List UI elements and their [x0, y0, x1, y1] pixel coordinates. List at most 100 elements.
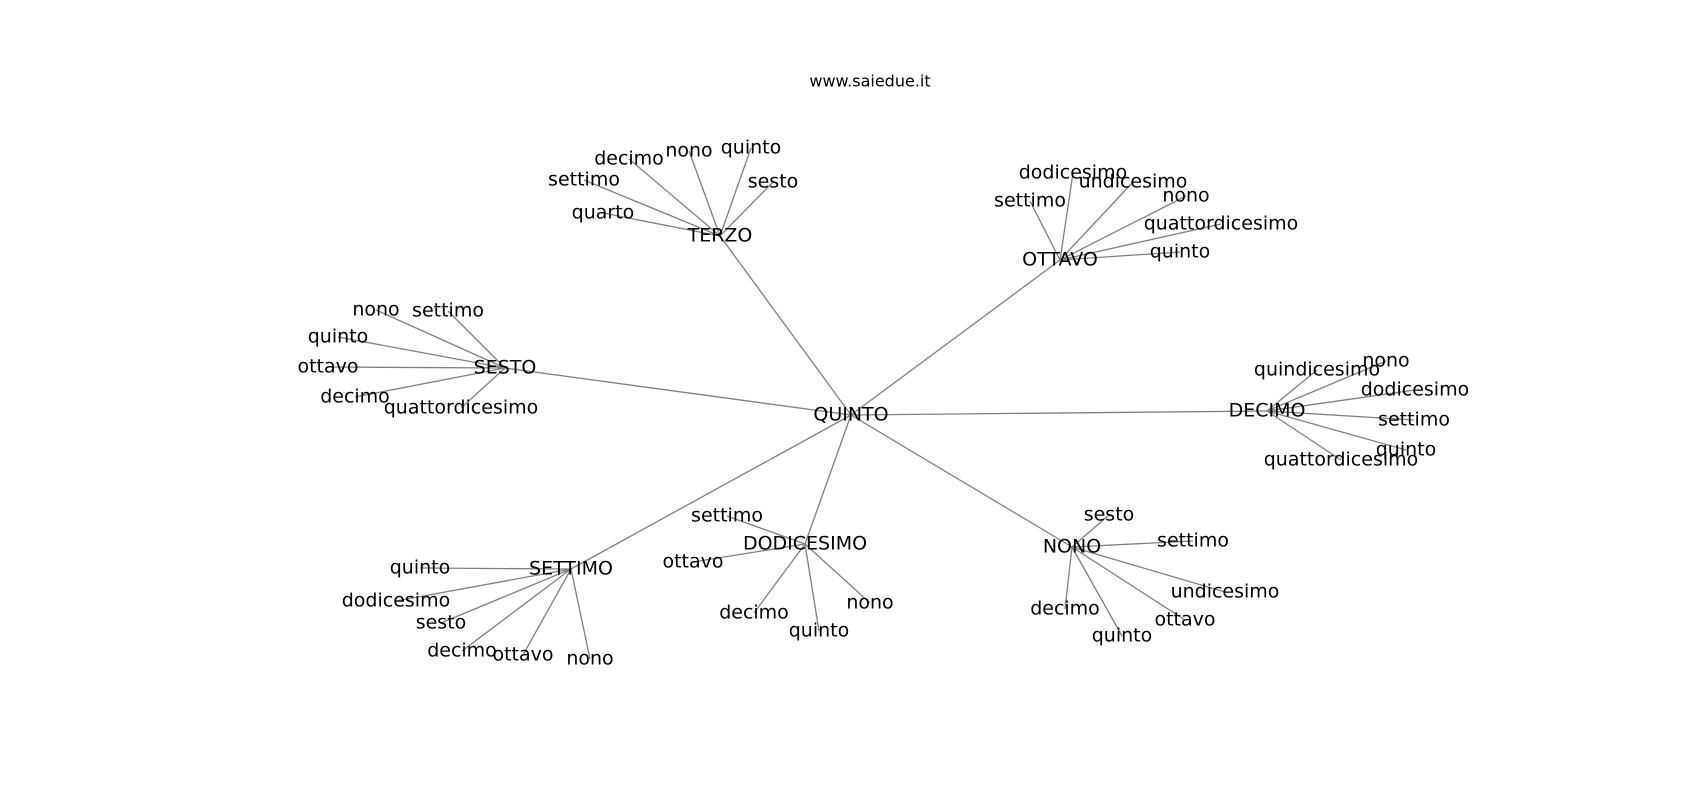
edge-hub-leaf: [447, 310, 506, 369]
leaf-node-label: ottavo: [1154, 609, 1215, 631]
edge-hub-leaf: [804, 543, 871, 604]
leaf-node-label: undicesimo: [1171, 581, 1280, 603]
leaf-node-label: quattordicesimo: [1144, 213, 1299, 235]
leaf-node-label: quinto: [308, 326, 369, 348]
edge-hub-leaf: [753, 543, 806, 614]
edge-hub-leaf: [354, 367, 506, 398]
leaf-node-label: nono: [665, 140, 712, 162]
edge-hub-leaf: [1266, 360, 1387, 412]
edge-hub-leaf: [570, 568, 591, 660]
leaf-node-label: sesto: [416, 612, 467, 634]
leaf-node-label: quinto: [1376, 439, 1437, 461]
leaf-node-label: quinto: [1150, 241, 1211, 263]
hub-node-label: NONO: [1043, 536, 1101, 558]
edge-hub-leaf: [804, 543, 820, 632]
leaf-node-label: nono: [1362, 350, 1409, 372]
leaf-node-label: settimo: [548, 169, 620, 191]
leaf-node-label: sesto: [748, 171, 799, 193]
leaf-node-label: nono: [846, 592, 893, 614]
edge-hub-leaf: [1071, 546, 1226, 593]
edge-hub-leaf: [1266, 389, 1416, 412]
leaf-node-label: quattordicesimo: [384, 397, 539, 419]
edge-hub-leaf: [337, 336, 506, 369]
edge-hub-leaf: [719, 147, 752, 237]
edge-hub-leaf: [1266, 410, 1407, 451]
edge-hub-leaf: [461, 568, 572, 652]
hub-node-label: OTTAVO: [1022, 249, 1098, 271]
leaf-node-label: quinto: [789, 620, 850, 642]
leaf-node-label: decimo: [427, 640, 497, 662]
root-node-label: QUINTO: [813, 404, 888, 426]
leaf-node-label: ottavo: [662, 551, 723, 573]
leaf-node-label: dodicesimo: [342, 590, 450, 612]
leaf-node-label: quinto: [721, 137, 782, 159]
leaf-node-label: settimo: [1378, 409, 1450, 431]
hub-node-label: TERZO: [687, 225, 753, 247]
edge-hub-leaf: [583, 179, 721, 237]
edge-hub-leaf: [419, 567, 572, 570]
hub-node-label: DECIMO: [1229, 400, 1306, 422]
edge-hub-leaf: [1059, 195, 1187, 261]
leaf-node-label: decimo: [594, 148, 664, 170]
edge-hub-leaf: [375, 309, 506, 369]
leaf-node-label: nono: [566, 648, 613, 670]
leaf-node-label: nono: [352, 299, 399, 321]
edge-hub-leaf: [628, 158, 721, 237]
leaf-node-label: nono: [1162, 185, 1209, 207]
leaf-node-label: quinto: [1092, 625, 1153, 647]
leaf-node-label: decimo: [719, 602, 789, 624]
leaf-node-label: sesto: [1084, 504, 1135, 526]
leaf-node-label: settimo: [691, 505, 763, 527]
leaf-node-label: decimo: [320, 386, 390, 408]
hub-node-label: SESTO: [474, 357, 537, 379]
edge-hub-leaf: [460, 367, 506, 409]
edge-hub-leaf: [688, 150, 721, 237]
edge-hub-leaf: [440, 568, 572, 624]
leaf-node-label: quarto: [572, 202, 635, 224]
edge-hub-leaf: [1029, 200, 1061, 261]
edge-hub-leaf: [1266, 410, 1342, 461]
edge-hub-leaf: [602, 212, 721, 237]
leaf-node-label: ottavo: [492, 644, 553, 666]
edge-root-hub: [804, 414, 852, 545]
leaf-node-label: quattordicesimo: [1264, 449, 1419, 471]
edge-hub-leaf: [1071, 540, 1194, 548]
graph-edges: [327, 147, 1416, 660]
edge-hub-leaf: [719, 181, 774, 237]
edge-hub-leaf: [1266, 369, 1318, 412]
leaf-node-label: settimo: [994, 190, 1066, 212]
edge-root-hub: [850, 414, 1073, 548]
edge-hub-leaf: [1071, 546, 1123, 637]
leaf-node-label: decimo: [1030, 598, 1100, 620]
leaf-node-label: settimo: [412, 300, 484, 322]
edge-hub-leaf: [1071, 514, 1110, 548]
hub-node-label: DODICESIMO: [743, 533, 867, 555]
hub-node-label: SETTIMO: [529, 558, 613, 580]
leaf-node-label: undicesimo: [1079, 171, 1188, 193]
edge-root-hub: [570, 414, 852, 570]
leaf-node-label: quinto: [390, 557, 451, 579]
edge-hub-leaf: [1064, 546, 1073, 610]
site-label: www.saiedue.it: [809, 72, 930, 91]
edge-root-hub: [850, 410, 1268, 416]
edge-hub-leaf: [1266, 410, 1415, 421]
edge-hub-leaf: [1059, 223, 1222, 261]
edge-hub-leaf: [327, 366, 506, 369]
edge-hub-leaf: [692, 543, 806, 563]
leaf-node-label: dodicesimo: [1019, 162, 1127, 184]
edge-hub-leaf: [522, 568, 572, 656]
edge-hub-leaf: [1059, 172, 1074, 261]
edge-root-hub: [850, 259, 1061, 416]
edge-root-hub: [504, 367, 852, 416]
leaf-node-label: ottavo: [297, 356, 358, 378]
leaf-node-label: dodicesimo: [1361, 379, 1469, 401]
leaf-node-label: settimo: [1157, 530, 1229, 552]
leaf-node-label: quindicesimo: [1254, 359, 1380, 381]
edge-hub-leaf: [726, 515, 806, 545]
edge-hub-leaf: [1059, 251, 1181, 261]
edge-root-hub: [719, 235, 852, 416]
edge-hub-leaf: [1059, 181, 1134, 261]
edge-hub-leaf: [395, 568, 572, 602]
